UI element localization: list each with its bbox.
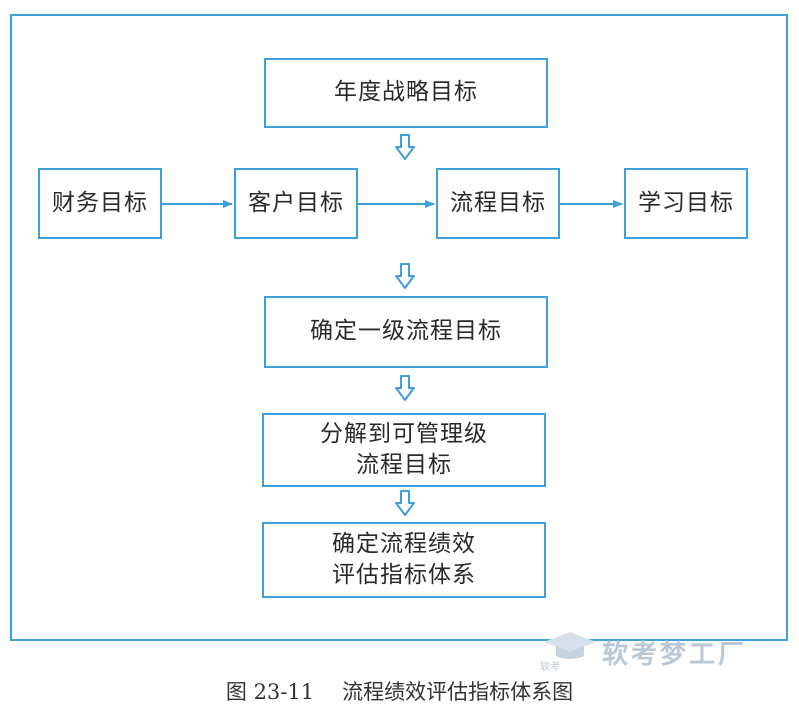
node-label-line-2: 评估指标体系 bbox=[332, 562, 476, 588]
node-label-line-1: 分解到可管理级 bbox=[320, 420, 488, 447]
node-customer-goal: 客户目标 bbox=[234, 168, 358, 239]
diagram-frame bbox=[10, 14, 788, 641]
node-level1-process-goal: 确定一级流程目标 bbox=[264, 296, 548, 368]
node-label: 学习目标 bbox=[638, 189, 734, 216]
watermark-brand-text: 软考梦工厂 bbox=[602, 640, 748, 670]
watermark: 软考 软考梦工厂 bbox=[540, 628, 780, 680]
node-label: 财务目标 bbox=[52, 189, 148, 216]
node-learning-goal: 学习目标 bbox=[624, 168, 748, 239]
node-label: 客户目标 bbox=[248, 189, 344, 216]
node-label: 年度战略目标 bbox=[334, 79, 478, 106]
node-process-goal: 流程目标 bbox=[436, 168, 560, 239]
figure-caption: 图 23-11 流程绩效评估指标体系图 bbox=[0, 676, 799, 706]
graduation-cap-icon bbox=[544, 632, 596, 659]
node-process-performance-indicators: 确定流程绩效 评估指标体系 bbox=[262, 522, 546, 598]
node-label-line-2: 流程目标 bbox=[356, 452, 452, 478]
down-arrow-level1-to-decompose bbox=[395, 375, 415, 401]
down-arrow-decompose-to-evaluation bbox=[395, 490, 415, 516]
down-arrow-row-to-level1 bbox=[395, 263, 415, 289]
node-decompose-process-goal: 分解到可管理级 流程目标 bbox=[262, 413, 546, 487]
figure-title: 流程绩效评估指标体系图 bbox=[342, 680, 574, 704]
node-label: 确定一级流程目标 bbox=[310, 318, 502, 345]
node-finance-goal: 财务目标 bbox=[38, 168, 162, 239]
node-annual-strategy-goal: 年度战略目标 bbox=[264, 58, 548, 128]
watermark-small-text: 软考 bbox=[540, 662, 560, 673]
figure-number: 图 23-11 bbox=[225, 680, 315, 704]
down-arrow-strategy-to-row bbox=[395, 134, 415, 160]
node-label: 流程目标 bbox=[450, 189, 546, 216]
node-label-line-1: 确定流程绩效 bbox=[332, 530, 476, 557]
